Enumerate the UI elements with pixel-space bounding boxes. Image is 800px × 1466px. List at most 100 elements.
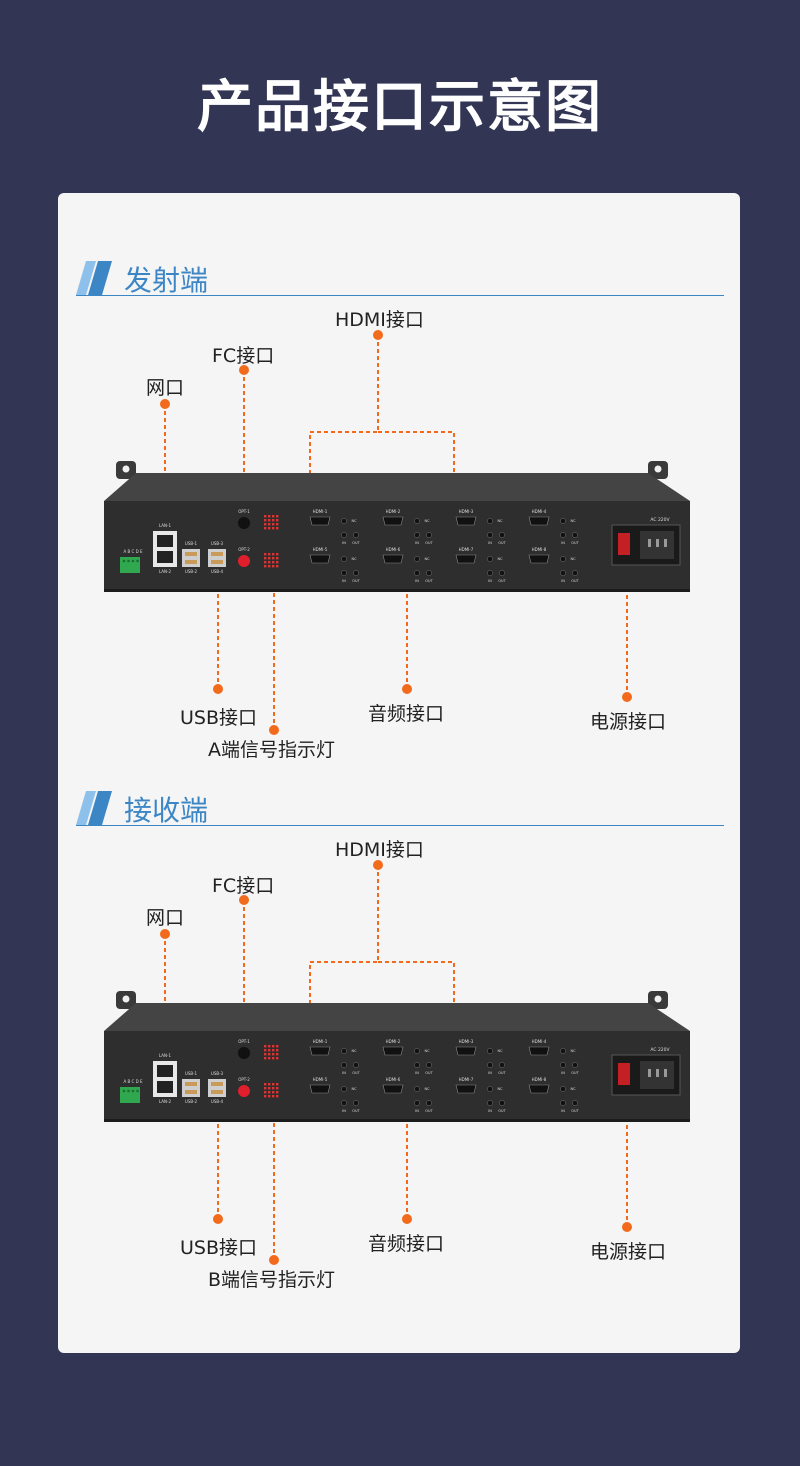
indicator-led-b [272, 557, 275, 560]
in-label: IN [488, 1109, 492, 1113]
rack-hole-right [654, 995, 662, 1003]
hdmi-label: HDMI-2 [386, 509, 401, 514]
lan2-label: LAN-2 [159, 1099, 171, 1104]
indicator-dot [269, 1255, 279, 1265]
indicator-led-b [264, 1095, 267, 1098]
out-label: OUT [571, 1071, 579, 1075]
audio-jack-nc [414, 1048, 420, 1054]
audio-jack-nc [414, 1086, 420, 1092]
indicator-led-b [264, 1083, 267, 1086]
callout-network: 网口 [146, 377, 185, 399]
network-dot [160, 929, 170, 939]
hdmi-dot [373, 860, 383, 870]
usb-slot [211, 1090, 223, 1094]
nc-label: NC [351, 1087, 357, 1091]
fc-dot [239, 365, 249, 375]
usb3-label: USB-3 [211, 541, 224, 546]
out-label: OUT [498, 579, 506, 583]
usb4-label: USB-4 [211, 569, 224, 574]
indicator-dot [269, 725, 279, 735]
nc-label: NC [570, 1087, 576, 1091]
audio-jack-out [426, 570, 432, 576]
nc-label: NC [351, 519, 357, 523]
usb1-label: USB-1 [185, 1071, 198, 1076]
page-title: 产品接口示意图 [197, 75, 603, 140]
indicator-led-a [268, 515, 271, 518]
audio-jack-out [353, 1062, 359, 1068]
callout-fc: FC接口 [212, 875, 275, 897]
hdmi-port [528, 554, 550, 564]
in-label: IN [342, 541, 346, 545]
opt2-label: OPT-2 [238, 1077, 250, 1082]
hdmi-port [455, 516, 477, 526]
section-header: 接收端 [76, 787, 724, 827]
indicator-led-b [276, 561, 279, 564]
indicator-led-b [264, 565, 267, 568]
indicator-led-b [264, 553, 267, 556]
lan1-label: LAN-1 [159, 1053, 171, 1058]
indicator-led-a [272, 1057, 275, 1060]
out-label: OUT [352, 579, 360, 583]
audio-jack-in [414, 1100, 420, 1106]
indicator-led-a [272, 523, 275, 526]
indicator-led-a [264, 1053, 267, 1056]
indicator-led-b [268, 1083, 271, 1086]
indicator-led-a [272, 1049, 275, 1052]
indicator-led-b [272, 565, 275, 568]
chassis-bottom-edge [104, 1119, 690, 1122]
indicator-led-b [276, 553, 279, 556]
callout-indicator: B端信号指示灯 [208, 1269, 336, 1291]
indicator-led-b [276, 1087, 279, 1090]
section-title: 接收端 [124, 794, 209, 827]
audio-jack-out [499, 532, 505, 538]
audio-jack-nc [341, 1086, 347, 1092]
lan1-label: LAN-1 [159, 523, 171, 528]
audio-jack-out [572, 1100, 578, 1106]
indicator-led-b [276, 1091, 279, 1094]
indicator-led-a [276, 1045, 279, 1048]
indicator-led-a [268, 1049, 271, 1052]
audio-jack-in [487, 1100, 493, 1106]
audio-jack-out [353, 1100, 359, 1106]
section-transmitter: 发射端 [58, 257, 740, 787]
usb3-label: USB-3 [211, 1071, 224, 1076]
audio-dot [402, 684, 412, 694]
audio-jack-out [572, 1062, 578, 1068]
audio-jack-out [353, 570, 359, 576]
audio-jack-in [341, 570, 347, 576]
indicator-led-a [268, 519, 271, 522]
hdmi-port [382, 554, 404, 564]
hdmi-port [528, 516, 550, 526]
indicator-led-b [268, 565, 271, 568]
audio-jack-nc [487, 518, 493, 524]
terminal-screw [127, 559, 130, 563]
terminal-screw [122, 1089, 126, 1093]
in-label: IN [488, 541, 492, 545]
audio-jack-in [341, 1100, 347, 1106]
out-label: OUT [571, 541, 579, 545]
nc-label: NC [351, 557, 357, 561]
hdmi-label: HDMI-4 [532, 1039, 547, 1044]
audio-jack-nc [487, 1048, 493, 1054]
hdmi-port [382, 1046, 404, 1056]
indicator-led-a [268, 1053, 271, 1056]
audio-jack-nc [414, 556, 420, 562]
in-label: IN [488, 1071, 492, 1075]
nc-label: NC [351, 1049, 357, 1053]
indicator-led-a [272, 527, 275, 530]
power-switch [618, 533, 630, 555]
usb-dot [213, 1214, 223, 1224]
audio-jack-in [560, 1100, 566, 1106]
hdmi-port [309, 1084, 331, 1094]
audio-jack-nc [560, 1048, 566, 1054]
terminal-label: A B C D E [124, 549, 143, 554]
hdmi-label: HDMI-1 [313, 1039, 328, 1044]
nc-label: NC [424, 1049, 430, 1053]
audio-jack-in [341, 532, 347, 538]
in-label: IN [415, 579, 419, 583]
opt1-label: OPT-1 [238, 1039, 250, 1044]
indicator-led-b [264, 561, 267, 564]
power-pin [648, 539, 651, 547]
